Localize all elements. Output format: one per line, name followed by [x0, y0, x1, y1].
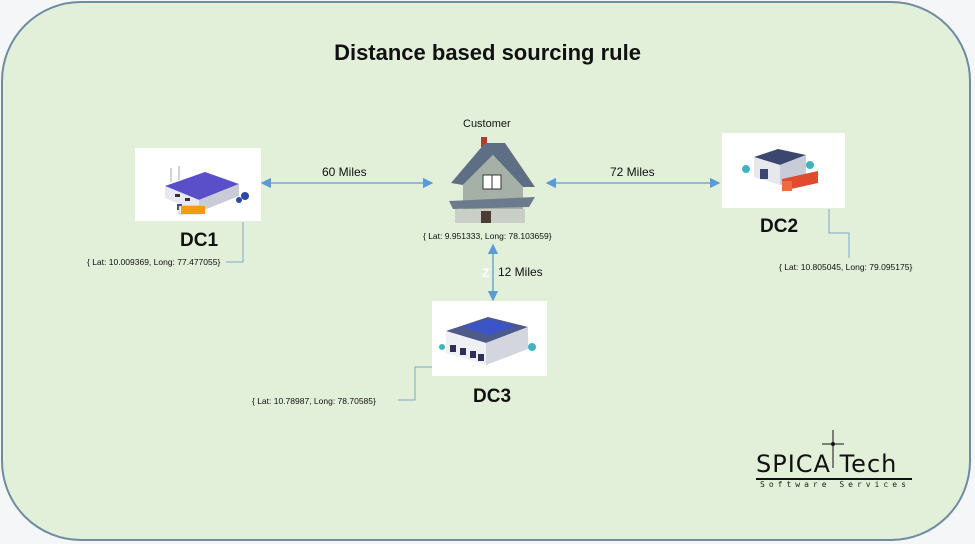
warehouse-icon — [165, 166, 249, 215]
distance-dc2: 72 Miles — [610, 165, 655, 179]
customer-label: Customer — [463, 118, 511, 130]
stray-char: Z — [482, 266, 490, 280]
dc1-label: DC1 — [180, 230, 219, 251]
leader-dc2 — [828, 209, 850, 258]
dc1-image — [135, 148, 261, 221]
warehouse-icon — [742, 149, 818, 191]
distance-dc1: 60 Miles — [322, 165, 367, 179]
distance-dc3: 12 Miles — [498, 265, 543, 279]
logo-underline — [756, 478, 912, 480]
star-icon — [822, 430, 844, 468]
spica-tech-logo: SPICA Tech Software Services — [756, 430, 916, 490]
dc2-coords: { Lat: 10.805045, Long: 79.095175} — [779, 262, 913, 272]
logo-main-text: SPICA Tech — [756, 450, 898, 478]
dc2-image — [722, 133, 845, 208]
house-icon — [449, 137, 535, 223]
dc1-coords: { Lat: 10.009369, Long: 77.477055} — [87, 257, 221, 267]
diagram-title: Distance based sourcing rule — [334, 40, 641, 65]
dc3-label: DC3 — [473, 386, 512, 407]
customer-image — [443, 135, 538, 227]
leader-dc3 — [398, 366, 432, 401]
logo-sub-text: Software Services — [760, 480, 910, 489]
dc3-coords: { Lat: 10.78987, Long: 78.70585} — [252, 396, 376, 406]
leader-dc1 — [226, 222, 244, 263]
dc3-image — [432, 301, 547, 376]
warehouse-icon — [439, 317, 536, 365]
dc2-label: DC2 — [760, 216, 799, 237]
customer-coords: { Lat: 9.951333, Long: 78.103659} — [423, 231, 552, 241]
